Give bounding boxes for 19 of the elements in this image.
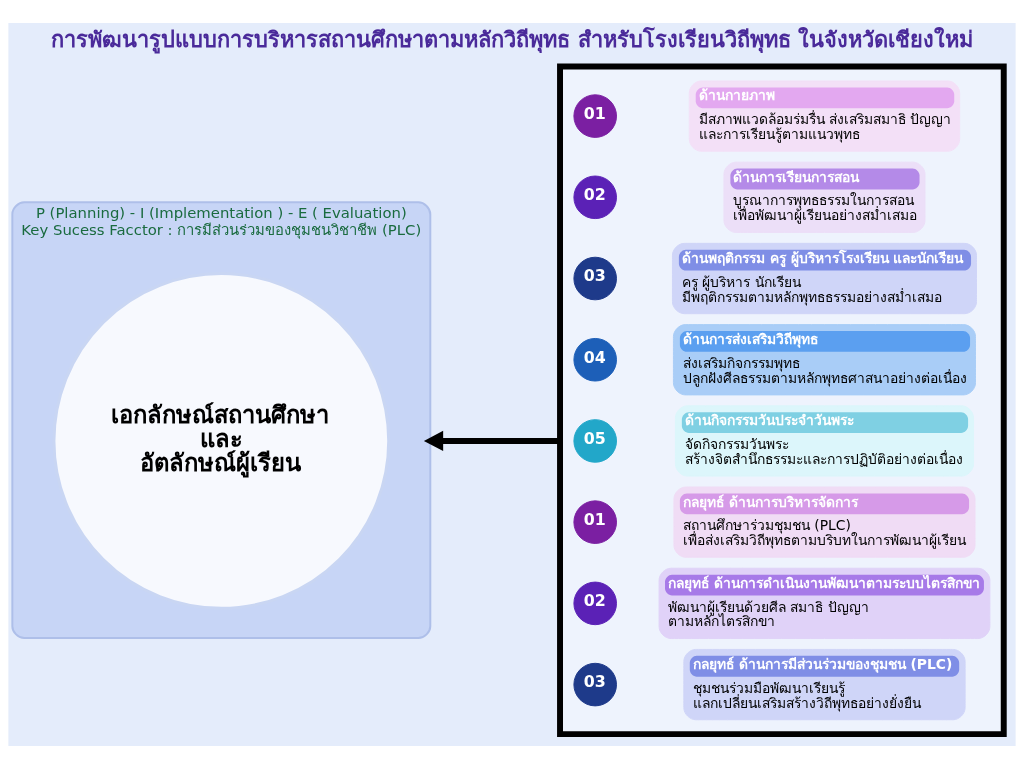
node-circle: 05 bbox=[573, 418, 617, 463]
node-box: ด้านการเรียนการสอน บูรณาการพุทธธรรมในการสอน เพื่อพัฒนาผู้เรียนอย่างสม่ำเสมอ bbox=[723, 161, 926, 233]
node-circle: 03 bbox=[573, 662, 617, 706]
cluster bbox=[557, 63, 1007, 737]
node-box: ด้านกิจกรรมวันประจำวันพระ จัดกิจกรรมวันพระ สร้างจิตสำนึกธรรมะและการปฏิบัติอย่างต่อเนื่อง bbox=[674, 404, 975, 477]
node-box: กลยุทธ์ ด้านการมีส่วนร่วมของชุมชน (PLC) ชุมชนร่วมมือพัฒนาเรียนรู้ แลกเปลี่ยนเสริมสร้างวิถีพุทธอย่างยั่งยืน bbox=[683, 648, 966, 720]
node-box: ด้านกายภาพ มีสภาพแวดล้อมร่มรื่น ส่งเสริมสมาธิ ปัญญา และการเรียนรู้ตามแนวพุทธ bbox=[688, 79, 961, 152]
node-box: ด้านพฤติกรรม ครู ผู้บริหารโรงเรียน และนักเรียน ครู ผู้บริหาร นักเรียน มีพฤติกรรมตามหลักพุทธธรรมอย่างสม่ำเสมอ bbox=[671, 242, 977, 314]
arrow bbox=[423, 430, 561, 451]
node-box: กลยุทธ์ ด้านการดำเนินงานพัฒนาตามระบบไตรสิกขา พัฒนาผู้เรียนด้วยศีล สมาธิ ปัญญา ตามหลักไตรสิกขา bbox=[658, 567, 991, 639]
diagram-title: การพัฒนารูปแบบการบริหารสถานศึกษาตามหลักวิถีพุทธ สำหรับโรงเรียนวิถีพุทธ ในจังหวัดเชียงใหม่ bbox=[50, 26, 974, 52]
node-circle: 02 bbox=[573, 175, 617, 219]
node-box: กลยุทธ์ ด้านการบริหารจัดการ สถานศึกษาร่วมชุมชน (PLC) เพื่อส่งเสริมวิถีพุทธตามบริบทในการพัฒนาผู้เรียน bbox=[673, 486, 976, 558]
node-circle: 01 bbox=[573, 499, 617, 544]
node-circle: 01 bbox=[573, 93, 617, 138]
node-circle: 03 bbox=[573, 256, 617, 300]
node-circle: 04 bbox=[573, 337, 617, 382]
node-box: ด้านการส่งเสริมวิถีพุทธ ส่งเสริมกิจกรรมพุทธ ปลูกฝังศีลธรรมตามหลักพุทธศาสนาอย่างต่อเนื่อง bbox=[672, 323, 976, 395]
node-circle: 02 bbox=[573, 581, 617, 625]
